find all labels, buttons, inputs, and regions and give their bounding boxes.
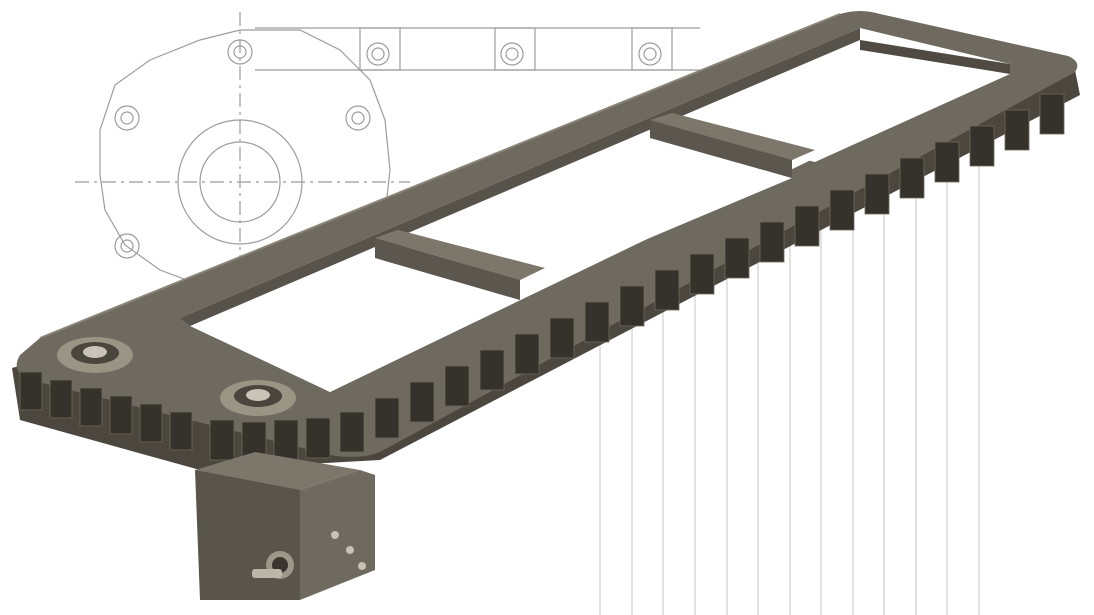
conveyor-frame	[12, 11, 1080, 470]
motor-gearbox-icon	[195, 452, 375, 600]
technical-drawing	[75, 12, 980, 615]
chain-links	[19, 93, 1065, 463]
bearing-icon	[57, 337, 296, 416]
